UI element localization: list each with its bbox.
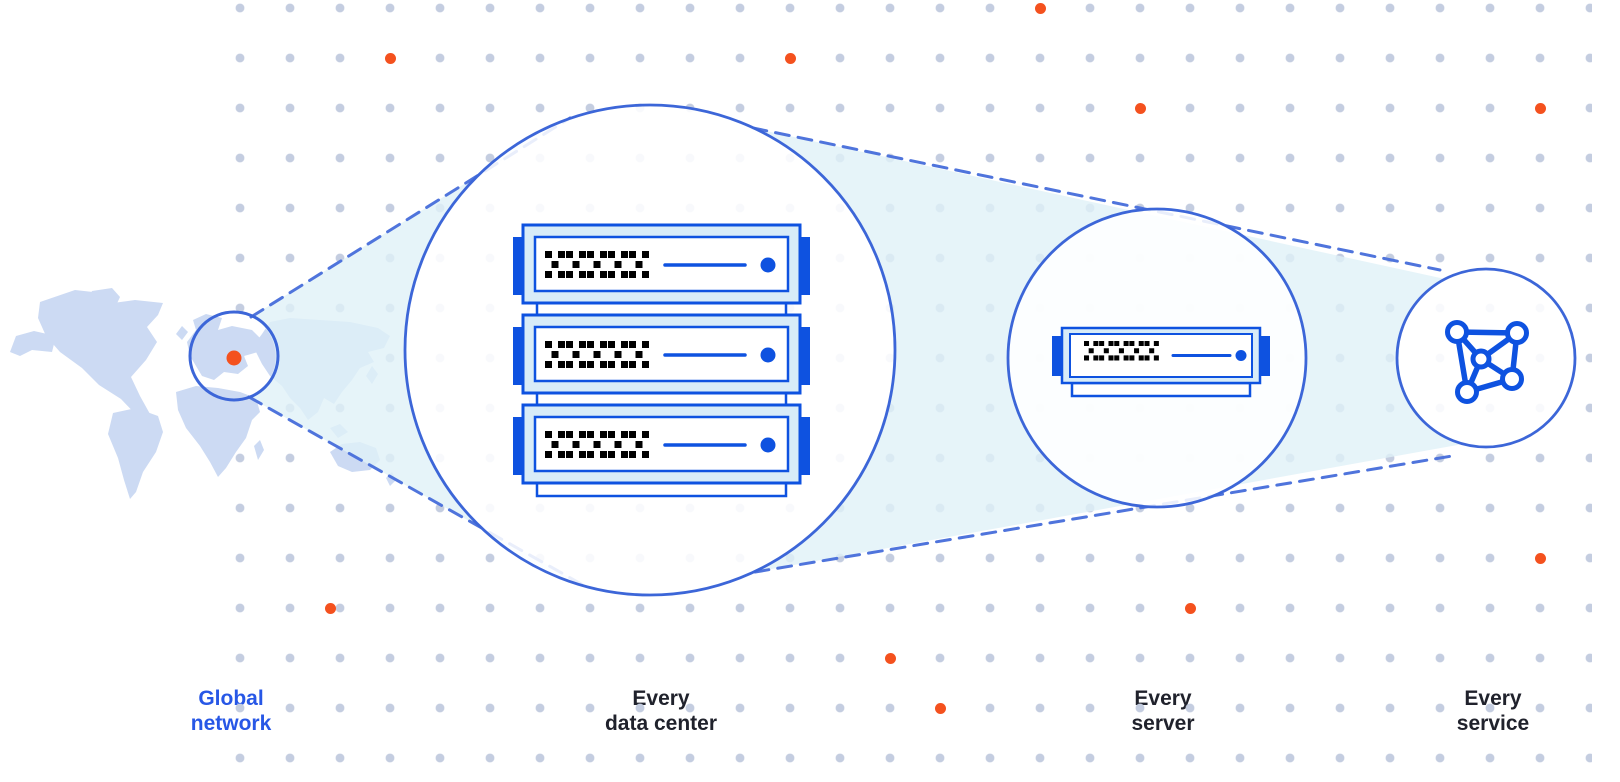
server-rack-unit <box>513 405 810 496</box>
map-south-america <box>108 408 163 499</box>
accent-dot <box>384 52 396 64</box>
accent-dot <box>324 602 336 614</box>
dashed-line-upper-right <box>751 126 1442 272</box>
map-greenland <box>86 288 120 314</box>
map-africa <box>176 386 260 477</box>
network-mesh-icon <box>1445 320 1529 404</box>
dashed-line-lower-right <box>753 453 1460 574</box>
server-unit-icon <box>1052 326 1270 398</box>
server-rack-unit <box>513 223 810 318</box>
accent-dot <box>1034 2 1046 14</box>
dashed-line-lower-left <box>247 395 585 587</box>
zoom-cone-map-to-datacenter <box>249 118 583 585</box>
map-north-america <box>38 290 163 420</box>
mesh-node <box>1500 367 1524 391</box>
accent-dot <box>884 652 896 664</box>
accent-dot <box>784 52 796 64</box>
accent-dot <box>934 702 946 714</box>
map-europe <box>187 314 262 380</box>
map-uk <box>176 326 188 340</box>
mesh-node <box>1445 320 1469 344</box>
mesh-node <box>1470 348 1492 370</box>
mesh-node <box>1505 321 1529 345</box>
map-alaska <box>10 331 56 356</box>
server-rack-icon <box>513 223 810 496</box>
accent-dot <box>1184 602 1196 614</box>
server-rack-unit <box>513 315 810 406</box>
map-location-ring <box>188 310 280 402</box>
accent-dot <box>1534 552 1546 564</box>
accent-dot <box>1534 102 1546 114</box>
location-pin-dot <box>226 350 242 366</box>
mesh-node <box>1455 380 1479 404</box>
accent-dot <box>1134 102 1146 114</box>
map-madagascar <box>254 440 264 460</box>
